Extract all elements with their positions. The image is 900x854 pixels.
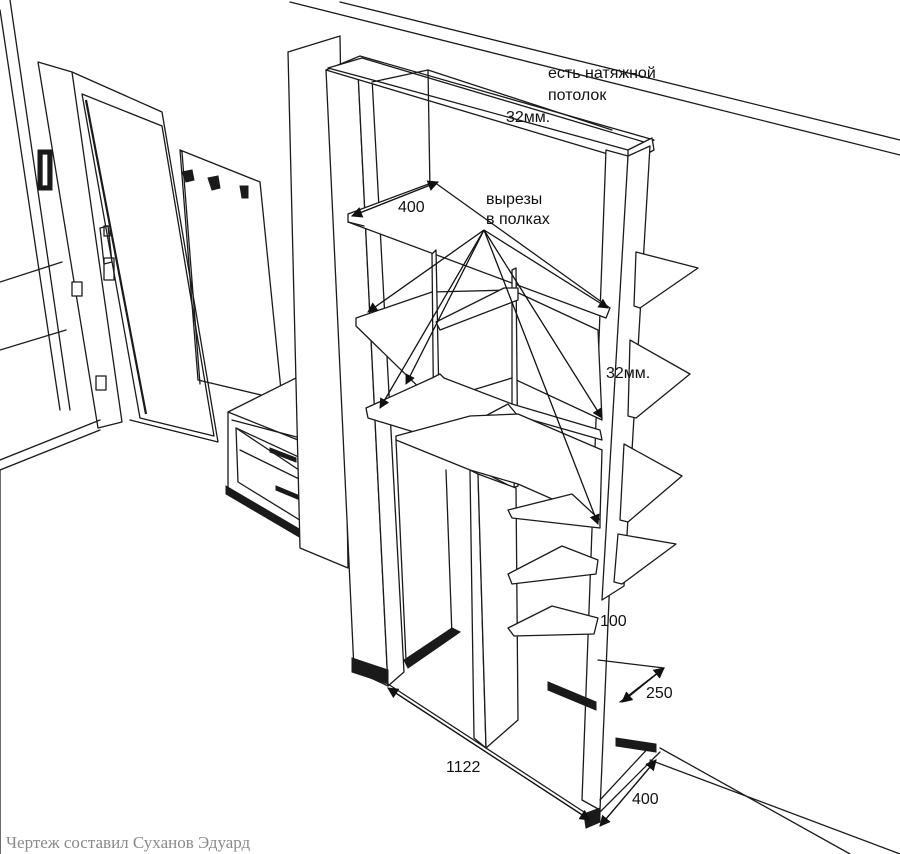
cutouts-label-line1: вырезы	[486, 191, 542, 208]
side-thickness-label: 32мм.	[606, 365, 650, 382]
cutouts-label-line2: в полках	[486, 211, 550, 228]
top-thickness-label: 32мм.	[506, 109, 550, 126]
cutout-arrows	[367, 229, 609, 525]
author-credit: Чертеж составил Суханов Эдуард	[6, 833, 251, 852]
ceiling-note-line2: потолок	[548, 87, 607, 104]
depth-label: 400	[632, 791, 659, 808]
width-label: 1122	[446, 759, 481, 776]
wardrobe	[287, 35, 699, 829]
dimension-lines	[350, 180, 665, 827]
corner-shelf-depth-label: 250	[646, 685, 673, 702]
annotation-labels: есть натяжной потолок 32мм. 400 вырезы в…	[6, 65, 673, 852]
shelf-depth-label: 400	[398, 199, 425, 216]
shelf-gap-label: 100	[600, 613, 627, 630]
coat-hanger-panel	[179, 149, 283, 401]
ceiling-note-line1: есть натяжной	[548, 65, 656, 82]
entrance-door	[37, 61, 219, 443]
